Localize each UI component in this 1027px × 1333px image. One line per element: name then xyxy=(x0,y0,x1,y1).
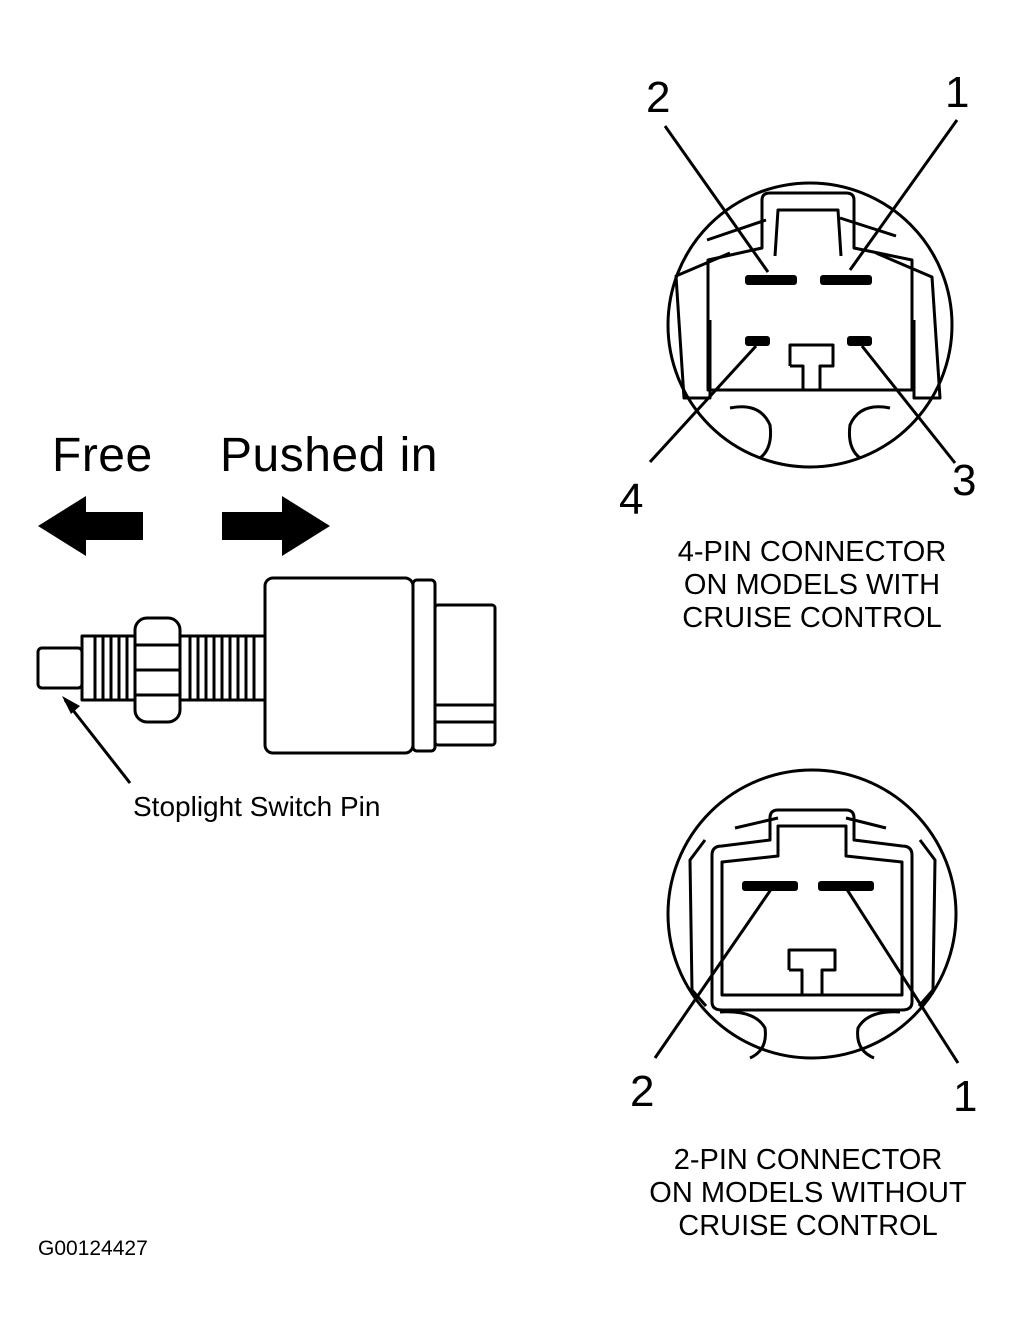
switch-pin-tip xyxy=(36,646,84,690)
connector-4pin-face xyxy=(666,181,954,469)
caption-line: CRUISE CONTROL xyxy=(682,602,942,634)
caption-line: 2-PIN CONNECTOR xyxy=(673,1144,943,1176)
stoplight-switch xyxy=(36,576,497,784)
connector-4pin-caption: 4-PIN CONNECTOR ON MODELS WITH CRUISE CO… xyxy=(612,536,1012,635)
pin-number-1: 1 xyxy=(953,1072,978,1121)
caption-line: CRUISE CONTROL xyxy=(678,1210,938,1242)
switch-body xyxy=(263,576,497,755)
pin-4-slot xyxy=(745,336,770,346)
caption-line: ON MODELS WITHOUT xyxy=(649,1177,967,1209)
pin-number-3: 3 xyxy=(952,456,977,505)
connector-2pin-caption: 2-PIN CONNECTOR ON MODELS WITHOUT CRUISE… xyxy=(608,1144,1008,1243)
pin-number-4: 4 xyxy=(619,475,644,524)
pin-number-2: 2 xyxy=(646,73,671,122)
caption-line: 4-PIN CONNECTOR xyxy=(677,536,947,568)
pin-leader-line xyxy=(63,699,132,784)
pin-2-slot xyxy=(742,881,798,891)
lock-nut xyxy=(133,616,182,724)
free-arrow xyxy=(38,496,143,556)
caption-line: ON MODELS WITH xyxy=(683,569,941,601)
connector-2pin-face xyxy=(666,768,958,1060)
pushed-in-label: Pushed in xyxy=(220,429,438,482)
pushed-arrow xyxy=(222,496,330,556)
connector-4pin-leaders xyxy=(648,119,959,464)
figure-id: G00124427 xyxy=(38,1237,148,1260)
pin-2-slot xyxy=(745,275,797,285)
stoplight-switch-pin-label: Stoplight Switch Pin xyxy=(133,791,381,822)
pin-1-slot xyxy=(820,275,872,285)
pin-1-slot xyxy=(818,881,874,891)
pin-leader-arrowhead xyxy=(62,696,80,714)
connector-2pin-pins xyxy=(742,881,874,891)
free-label: Free xyxy=(52,429,153,482)
connector-4pin-pins xyxy=(745,275,872,346)
connector-2pin-leaders xyxy=(653,887,960,1064)
pin-3-slot xyxy=(847,336,872,346)
pin-number-1: 1 xyxy=(945,68,970,117)
pin-number-2: 2 xyxy=(630,1067,655,1116)
